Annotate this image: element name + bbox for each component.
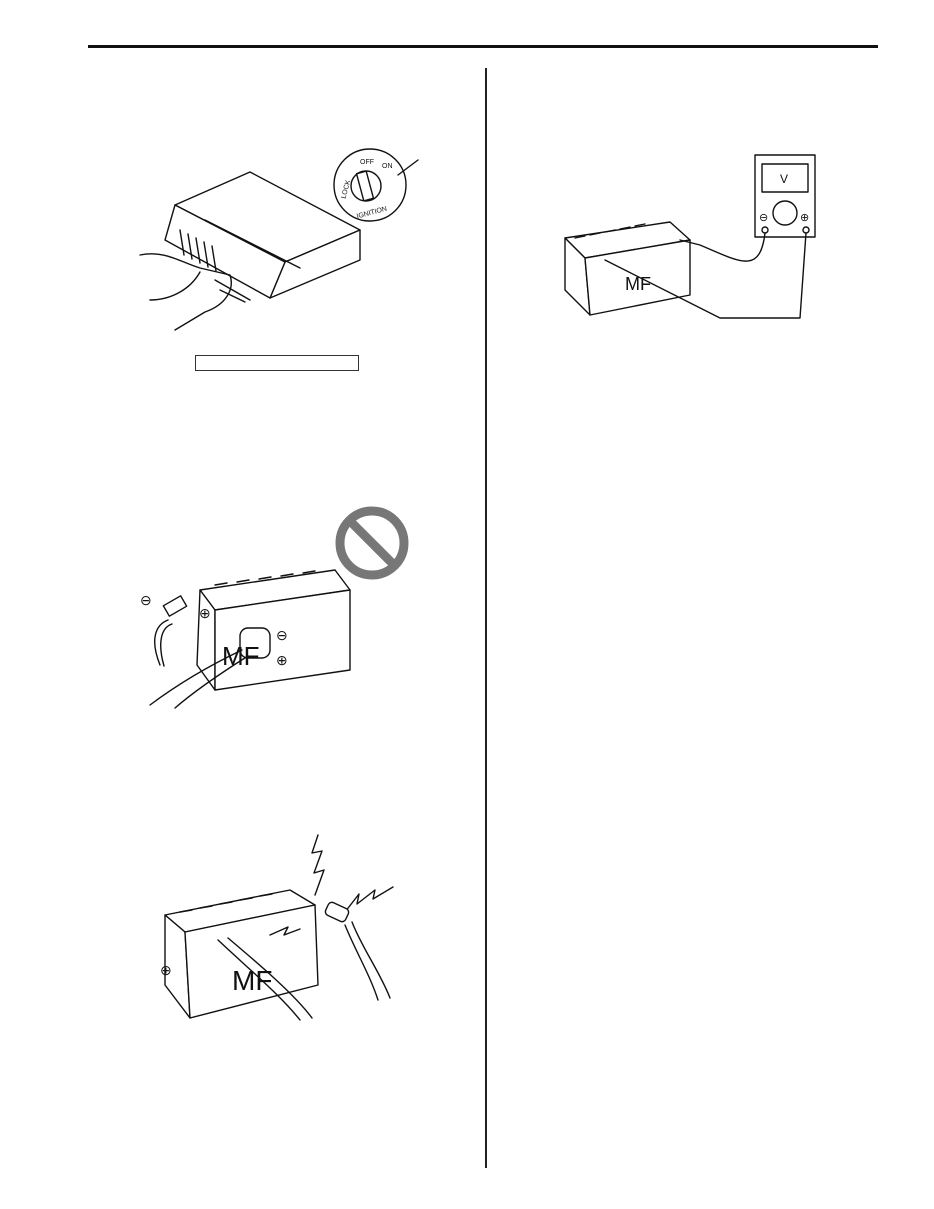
battery-terminal-plus-side: ⊕ bbox=[276, 652, 288, 668]
voltmeter-illustration: V ⊖ ⊕ MF bbox=[564, 154, 816, 319]
ignition-label-off: OFF bbox=[360, 159, 374, 166]
prohibition-icon bbox=[335, 506, 409, 580]
voltmeter-battery-mark: MF bbox=[625, 274, 651, 294]
ignition-switch-icon: OFF ON LOCK IGNITION bbox=[333, 148, 419, 222]
voltmeter-plus: ⊕ bbox=[800, 212, 809, 224]
top-rule bbox=[88, 45, 878, 48]
voltmeter-minus: ⊖ bbox=[759, 212, 768, 224]
battery-terminal-minus-side: ⊖ bbox=[276, 627, 288, 643]
ecu-unit bbox=[139, 171, 361, 331]
battery-mark: MF bbox=[222, 641, 260, 671]
battery-spark-illustration: ⊕ MF bbox=[160, 834, 394, 1021]
spark-battery-mark: MF bbox=[232, 965, 272, 996]
battery-cable-illustration: ⊕ ⊖ ⊕ MF ⊖ bbox=[140, 569, 351, 709]
battery-terminal-plus: ⊕ bbox=[199, 605, 211, 621]
ignition-label-on: ON bbox=[382, 163, 393, 170]
ignition-label-lock: LOCK bbox=[341, 179, 353, 200]
column-divider bbox=[485, 68, 487, 1168]
figure-caption-box bbox=[195, 355, 359, 371]
cable-terminal-minus: ⊖ bbox=[140, 592, 152, 608]
voltmeter-display: V bbox=[780, 172, 788, 186]
spark-battery-plus: ⊕ bbox=[160, 962, 172, 978]
